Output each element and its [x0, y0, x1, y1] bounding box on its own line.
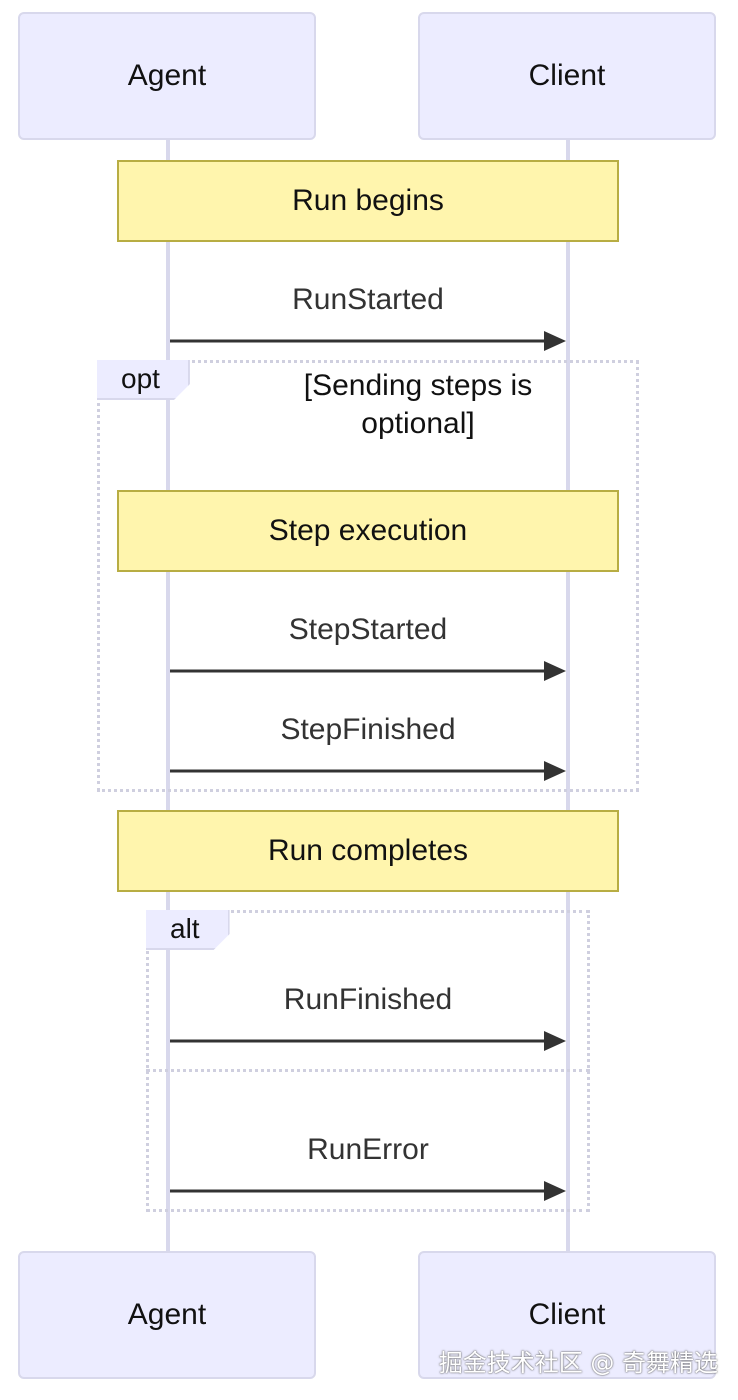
agent-label-bottom: Agent [127, 1298, 207, 1331]
message-step-started-label: StepStarted [288, 613, 448, 646]
opt-condition-line-2: optional] [361, 407, 475, 440]
opt-frame: opt [97, 360, 639, 792]
note-step-execution: Step execution [117, 490, 619, 572]
agent-participant-top: Agent [18, 12, 316, 140]
note-run-completes-text: Run completes [267, 834, 469, 867]
client-label-bottom: Client [528, 1298, 606, 1331]
client-participant-top: Client [418, 12, 716, 140]
note-run-begins: Run begins [117, 160, 619, 242]
note-run-begins-text: Run begins [292, 184, 444, 217]
alt-frame-tag: alt [146, 910, 230, 950]
agent-lifeline [166, 140, 170, 1252]
opt-frame-tag: opt [97, 360, 190, 400]
note-step-execution-text: Step execution [268, 514, 468, 547]
alt-frame: alt [146, 910, 590, 1212]
alt-frame-divider [146, 1069, 590, 1072]
agent-participant-bottom: Agent [18, 1251, 316, 1379]
message-run-error-label: RunError [307, 1133, 429, 1166]
client-label-top: Client [528, 59, 606, 92]
watermark: 掘金技术社区 @ 奇舞精选 [438, 1349, 718, 1377]
arrow-run-started-head [544, 331, 566, 351]
message-step-finished-label: StepFinished [280, 713, 456, 746]
client-lifeline [566, 140, 570, 1252]
message-run-finished-label: RunFinished [283, 983, 453, 1016]
opt-condition-line-1: [Sending steps is [303, 369, 533, 402]
client-participant-bottom: Client [418, 1251, 716, 1379]
note-run-completes: Run completes [117, 810, 619, 892]
message-run-started-label: RunStarted [292, 283, 444, 316]
opt-frame-condition: [Sending steps is optional] [248, 367, 588, 443]
agent-label-top: Agent [127, 59, 207, 92]
